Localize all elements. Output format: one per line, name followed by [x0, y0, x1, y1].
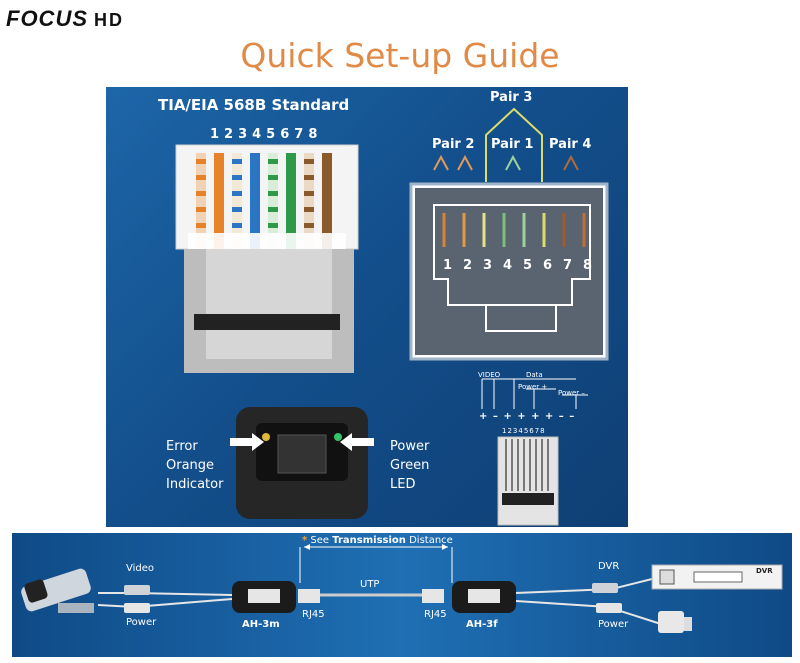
plug-wire-stripe [268, 159, 278, 164]
brand-name: FOCUS [6, 6, 88, 31]
led-left-label: Error Orange Indicator [166, 437, 223, 494]
jack-pin-2: 2 [463, 258, 473, 273]
led-left-line-1: Error [166, 439, 198, 454]
plug-wire-stripe [268, 207, 278, 212]
plug-wire-stripe [268, 223, 278, 228]
camera-icon [21, 568, 94, 613]
pinout-power-minus-label: Power – [558, 389, 585, 397]
video-label: Video [126, 563, 155, 574]
pinout-diagram [481, 378, 588, 526]
plug-wire-stripe [304, 207, 314, 212]
distance-suffix: Distance [409, 535, 453, 546]
plug-wire-stripe [196, 207, 206, 212]
led-right-line-3: LED [390, 477, 416, 492]
pinout-power-plus-label: Power + [518, 383, 548, 391]
plug-wire-stripe [304, 175, 314, 180]
wiring-panel: TIA/EIA 568B Standard 12345678 Pair 3 Pa… [106, 87, 628, 527]
power-left-label: Power [126, 617, 157, 628]
page-title: Quick Set-up Guide [240, 36, 560, 75]
led-right-label: Power Green LED [390, 437, 429, 494]
jack-wires [442, 213, 586, 247]
led-module [230, 407, 374, 519]
pinout-pin-numbers: 12345678 [502, 427, 546, 435]
pinout-video-label: VIDEO [478, 371, 501, 379]
plug-wire-stripe [196, 191, 206, 196]
rj45-left-label: RJ45 [302, 609, 325, 620]
power-right-label: Power [598, 619, 629, 630]
led-left-line-2: Orange [166, 458, 215, 473]
plug-wire-2 [214, 153, 224, 249]
plug-wire-5 [268, 153, 278, 249]
rj45-plug [175, 144, 359, 373]
connection-diagram: * See Transmission Distance Video Power … [12, 533, 792, 657]
connection-illustration [21, 544, 783, 633]
pair-1-label: Pair 1 [491, 137, 534, 152]
plug-wire-stripe [196, 159, 206, 164]
plug-wire-stripe [304, 191, 314, 196]
jack-pin-5: 5 [523, 258, 533, 273]
jack-pin-4: 4 [503, 258, 513, 273]
jack-pin-7: 7 [563, 258, 573, 273]
rj45-left-plug [298, 589, 320, 603]
plug-wire-6 [286, 153, 296, 249]
distance-prefix: See [310, 535, 330, 546]
distance-bold: Transmission [332, 535, 406, 546]
pair-2-label: Pair 2 [432, 137, 475, 152]
brand-suffix: HD [94, 10, 124, 30]
rj45-right-plug [422, 589, 444, 603]
brand-logo: FOCUS HD [6, 6, 124, 32]
pinout-signs: + – + + + + – – [479, 411, 576, 422]
plug-wires [196, 153, 332, 249]
asterisk-icon: * [302, 535, 308, 546]
pair-4-label: Pair 4 [549, 137, 592, 152]
utp-label: UTP [360, 579, 380, 590]
led-right-line-1: Power [390, 439, 430, 454]
led-right-line-2: Green [390, 458, 430, 473]
led-left-line-3: Indicator [166, 477, 224, 492]
rj45-jack [409, 107, 609, 361]
plug-wire-stripe [232, 223, 242, 228]
wiring-illustration [175, 107, 609, 526]
pair-3-label: Pair 3 [490, 90, 533, 105]
plug-wire-3 [232, 153, 242, 249]
power-adapter-icon [658, 611, 684, 633]
jack-pin-6: 6 [543, 258, 553, 273]
dvr-box-label: DVR [756, 567, 773, 575]
plug-wire-stripe [268, 175, 278, 180]
plug-wire-stripe [304, 223, 314, 228]
plug-wire-stripe [232, 159, 242, 164]
jack-pin-8: 8 [583, 258, 593, 273]
plug-wire-8 [322, 153, 332, 249]
plug-wire-stripe [268, 191, 278, 196]
plug-wire-stripe [196, 175, 206, 180]
plug-wire-stripe [232, 175, 242, 180]
plug-wire-7 [304, 153, 314, 249]
plug-wire-stripe [232, 207, 242, 212]
plug-pin-numbers: 12345678 [210, 127, 323, 142]
transmission-distance-note: * See Transmission Distance [302, 535, 453, 546]
plug-wire-stripe [196, 223, 206, 228]
plug-wire-stripe [232, 191, 242, 196]
jack-pin-3: 3 [483, 258, 493, 273]
plug-wire-stripe [304, 159, 314, 164]
ah-3f-label: AH-3f [466, 619, 498, 630]
dvr-label: DVR [598, 561, 620, 572]
jack-pin-1: 1 [443, 258, 453, 273]
plug-wire-1 [196, 153, 206, 249]
rj45-right-label: RJ45 [424, 609, 447, 620]
ah-3m-label: AH-3m [242, 619, 280, 630]
standard-label: TIA/EIA 568B Standard [158, 96, 350, 114]
pinout-data-label: Data [526, 371, 543, 379]
plug-wire-4 [250, 153, 260, 249]
